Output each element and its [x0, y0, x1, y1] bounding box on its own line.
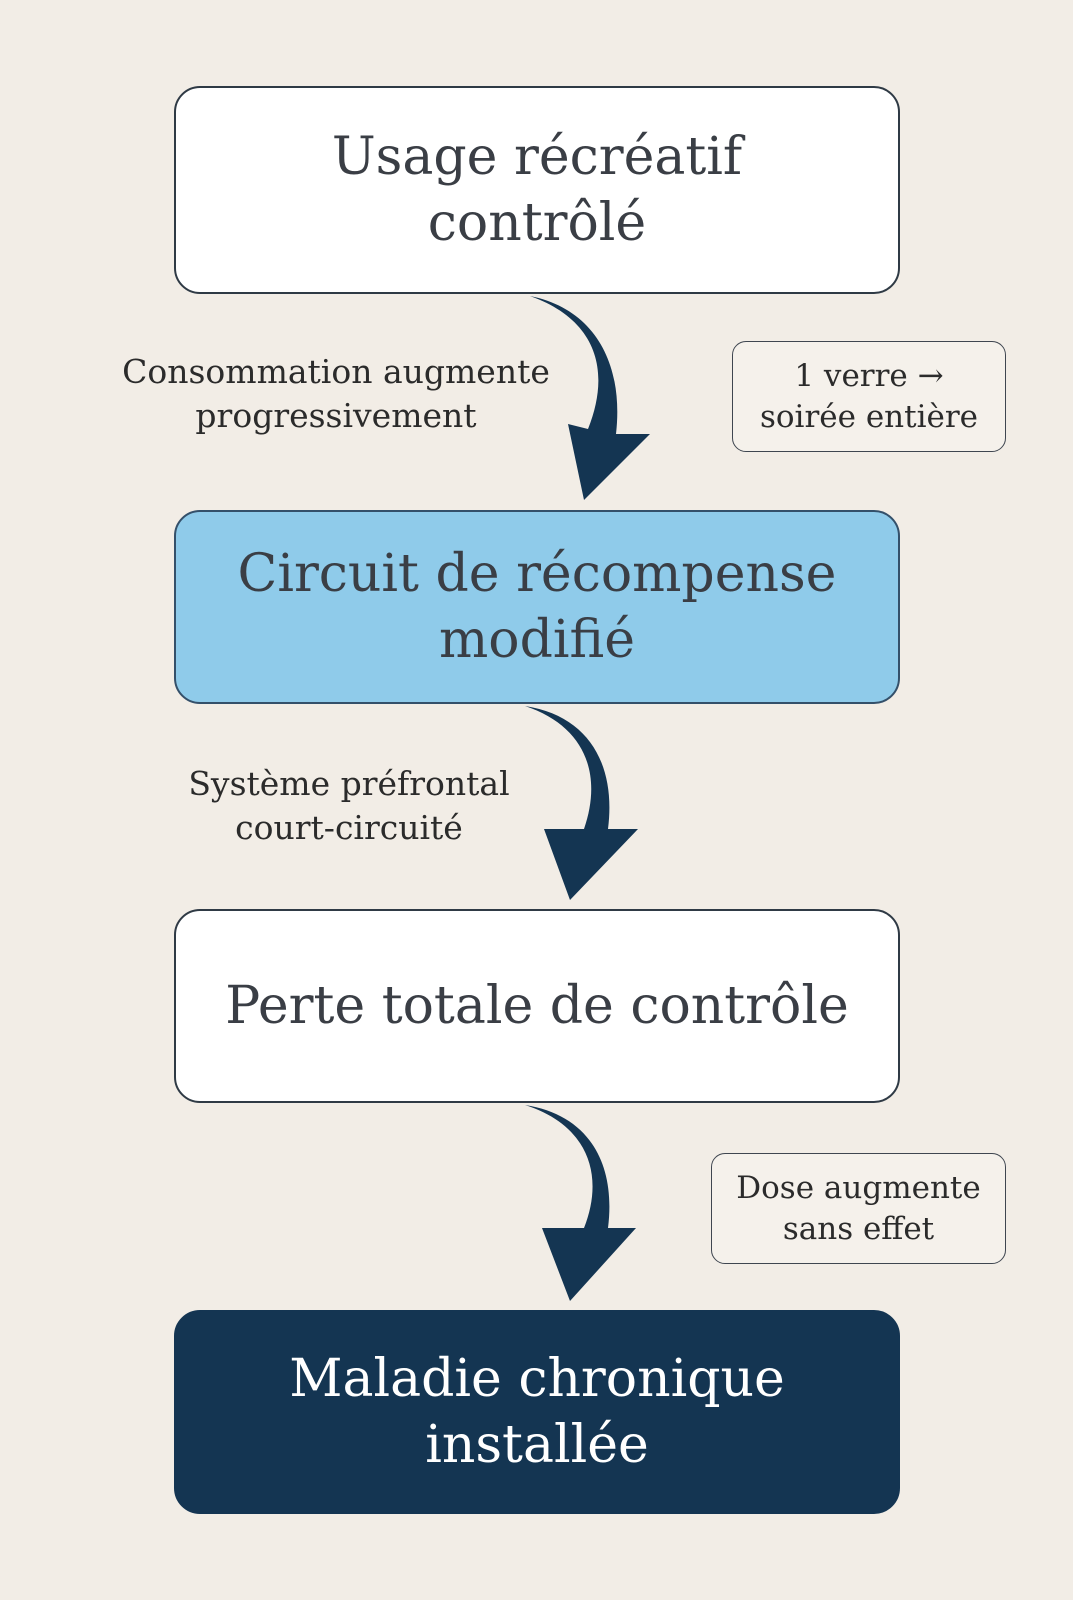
note-one-glass: 1 verre → soirée entière: [732, 341, 1006, 452]
edge-label-consumption: Consommation augmente progressivement: [100, 350, 572, 438]
node-text-line: modifié: [438, 610, 635, 670]
node-text-line: Circuit de récompense: [237, 544, 837, 604]
edge-label-line: Système préfrontal: [188, 764, 510, 803]
node-chronic-disease: Maladie chronique installée: [174, 1310, 900, 1514]
note-line: 1 verre →: [794, 357, 944, 394]
note-line: sans effet: [782, 1210, 935, 1247]
node-text-line: Usage récréatif: [331, 127, 743, 187]
down-arrow-icon: [525, 1105, 636, 1301]
down-arrow-icon: [525, 706, 638, 900]
down-arrow-icon: [530, 296, 650, 500]
edge-label-line: progressivement: [195, 396, 477, 435]
edge-label-line: court-circuité: [235, 808, 463, 847]
note-line: soirée entière: [759, 398, 979, 435]
node-loss-of-control: Perte totale de contrôle: [174, 909, 900, 1103]
note-line: Dose augmente: [736, 1169, 981, 1206]
edge-label-prefrontal: Système préfrontal court-circuité: [166, 762, 532, 850]
note-dose-increase: Dose augmente sans effet: [711, 1153, 1006, 1264]
node-text-line: Perte totale de contrôle: [225, 976, 849, 1036]
node-text-line: Maladie chronique: [289, 1349, 785, 1409]
edge-label-line: Consommation augmente: [122, 352, 550, 391]
node-text-line: installée: [425, 1415, 649, 1475]
node-text-line: contrôlé: [427, 193, 647, 253]
node-reward-circuit: Circuit de récompense modifié: [174, 510, 900, 704]
node-recreational-use: Usage récréatif contrôlé: [174, 86, 900, 294]
